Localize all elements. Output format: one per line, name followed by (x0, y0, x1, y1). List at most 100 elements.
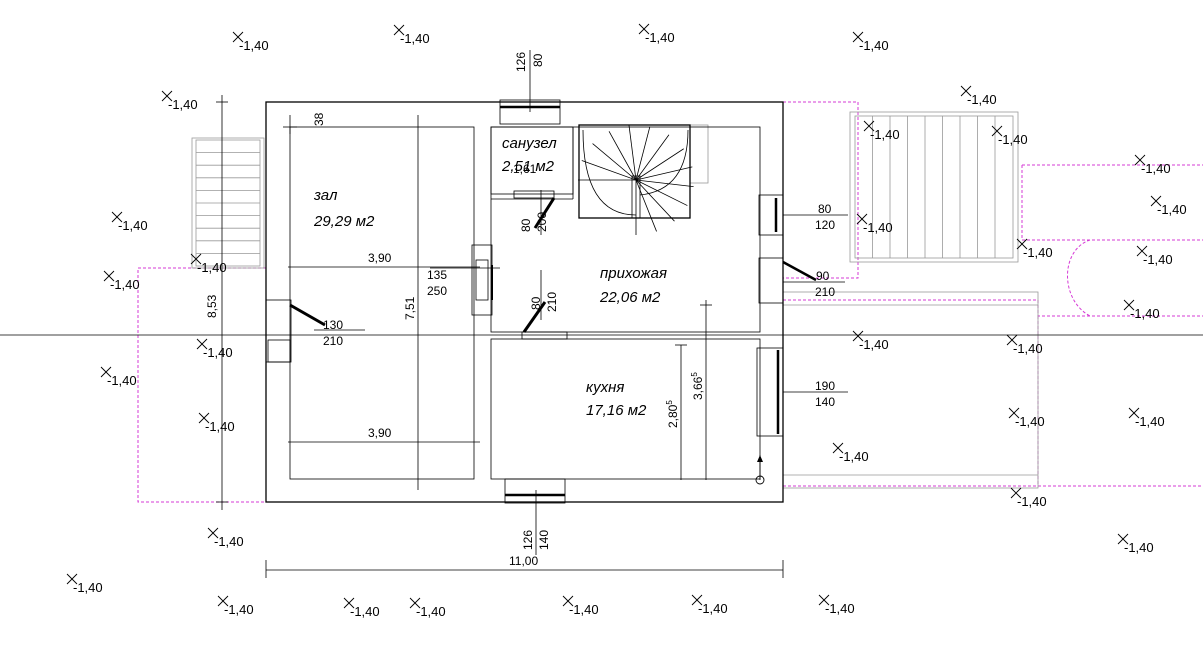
dimension-lines (0, 50, 1203, 578)
level-mark-label: -1,40 (205, 419, 235, 434)
bath-door-a: 80 (519, 218, 533, 232)
zal-hall-door-a: 135 (427, 268, 447, 282)
level-mark: -1,40 (1128, 407, 1165, 429)
level-mark-label: -1,40 (73, 580, 103, 595)
level-mark: -1,40 (863, 120, 900, 142)
level-mark-label: -1,40 (168, 97, 198, 112)
entrance-door-a: 130 (323, 318, 343, 332)
level-mark-label: -1,40 (350, 604, 380, 619)
level-mark-label: -1,40 (1141, 161, 1171, 176)
room-sanuzel-name: санузел (502, 135, 557, 152)
level-mark-label: -1,40 (400, 31, 430, 46)
dim-zal-width-top: 3,90 (368, 251, 392, 265)
level-mark: -1,40 (1150, 195, 1187, 217)
level-mark: -1,40 (190, 253, 227, 275)
level-mark: -1,40 (217, 595, 254, 617)
level-mark: -1,40 (343, 597, 380, 619)
level-mark: -1,40 (1134, 154, 1171, 176)
level-mark: -1,40 (562, 595, 599, 617)
level-mark-label: -1,40 (1013, 341, 1043, 356)
level-marks: -1,40 -1,40 -1,40 -1,40 -1,40 -1,40 -1,40 -1,40… (66, 23, 1187, 619)
level-mark-label: -1,40 (998, 132, 1028, 147)
bath-door-b: 200 (535, 212, 549, 232)
level-mark: -1,40 (1006, 334, 1043, 356)
level-mark: -1,40 (852, 330, 889, 352)
dim-kitchen-h1: 2,805 (665, 400, 680, 428)
level-mark-label: -1,40 (1143, 252, 1173, 267)
spiral-staircase (578, 124, 694, 235)
level-mark-label: -1,40 (569, 602, 599, 617)
hall-right-door-a: 90 (816, 269, 830, 283)
dim-zal-height: 7,51 (403, 296, 417, 320)
kitchen-window-b: 140 (815, 395, 835, 409)
level-mark: -1,40 (832, 442, 869, 464)
level-mark-label: -1,40 (839, 449, 869, 464)
level-mark-label: -1,40 (1157, 202, 1187, 217)
top-window-a: 126 (514, 52, 528, 72)
bottom-window-b: 140 (537, 530, 551, 550)
level-mark-label: -1,40 (1135, 414, 1165, 429)
level-mark: -1,40 (856, 213, 893, 235)
level-mark: -1,40 (393, 24, 430, 46)
level-mark-label: -1,40 (214, 534, 244, 549)
dim-sanuzel-small: 1,61 (513, 162, 537, 176)
kitchen-door-a: 80 (529, 296, 543, 310)
level-mark: -1,40 (1136, 245, 1173, 267)
room-kuhnya-name: кухня (586, 379, 624, 396)
level-mark-label: -1,40 (107, 373, 137, 388)
level-mark: -1,40 (1123, 299, 1160, 321)
level-mark-label: -1,40 (1124, 540, 1154, 555)
dimension-labels: 11,00 8,53 7,51 3,90 3,90 38 1,61 2,805 … (205, 52, 835, 568)
dim-zal-width-bottom: 3,90 (368, 426, 392, 440)
level-mark-label: -1,40 (863, 220, 893, 235)
level-mark: -1,40 (1010, 487, 1047, 509)
level-mark-label: -1,40 (859, 38, 889, 53)
level-mark: -1,40 (66, 573, 103, 595)
level-mark-label: -1,40 (967, 92, 997, 107)
level-mark: -1,40 (1008, 407, 1045, 429)
level-mark: -1,40 (198, 412, 235, 434)
level-mark-label: -1,40 (698, 601, 728, 616)
zal-hall-door-b: 250 (427, 284, 447, 298)
level-mark-label: -1,40 (1130, 306, 1160, 321)
room-zal-area: 29,29 м2 (313, 213, 375, 230)
dim-gap-38: 38 (312, 112, 326, 126)
level-mark: -1,40 (232, 31, 269, 53)
level-mark-label: -1,40 (859, 337, 889, 352)
level-mark: -1,40 (207, 527, 244, 549)
level-mark: -1,40 (638, 23, 675, 45)
level-mark: -1,40 (196, 338, 233, 360)
level-mark-label: -1,40 (1023, 245, 1053, 260)
level-mark-label: -1,40 (1017, 494, 1047, 509)
entrance-door-b: 210 (323, 334, 343, 348)
hall-top-door-b: 120 (815, 218, 835, 232)
room-prihozhaya-name: прихожая (600, 265, 667, 282)
room-sanuzel-area: 2,51 м2 (501, 158, 555, 175)
level-mark: -1,40 (991, 125, 1028, 147)
room-prihozhaya-area: 22,06 м2 (599, 289, 661, 306)
level-mark-label: -1,40 (118, 218, 148, 233)
hall-right-door-b: 210 (815, 285, 835, 299)
level-mark: -1,40 (691, 594, 728, 616)
room-zal-name: зал (313, 187, 338, 204)
level-mark-label: -1,40 (110, 277, 140, 292)
level-mark: -1,40 (111, 211, 148, 233)
kitchen-window-a: 190 (815, 379, 835, 393)
dim-width-total: 11,00 (509, 554, 538, 568)
level-mark: -1,40 (960, 85, 997, 107)
level-mark-label: -1,40 (825, 601, 855, 616)
bottom-window-a: 126 (521, 530, 535, 550)
level-mark: -1,40 (818, 594, 855, 616)
level-mark: -1,40 (852, 31, 889, 53)
level-mark-label: -1,40 (203, 345, 233, 360)
level-mark: -1,40 (409, 597, 446, 619)
level-mark-label: -1,40 (197, 260, 227, 275)
level-mark: -1,40 (1117, 533, 1154, 555)
top-window-b: 80 (531, 53, 545, 67)
hall-top-door-a: 80 (818, 202, 832, 216)
room-kuhnya-area: 17,16 м2 (586, 402, 647, 419)
level-mark-label: -1,40 (239, 38, 269, 53)
level-mark-label: -1,40 (645, 30, 675, 45)
level-mark-label: -1,40 (224, 602, 254, 617)
